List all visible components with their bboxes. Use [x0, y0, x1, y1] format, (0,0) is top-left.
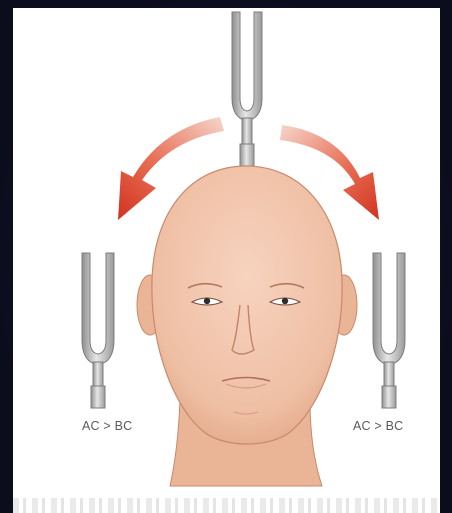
- top-tuning-fork-icon: [232, 12, 262, 166]
- right-tuning-fork-icon: [373, 253, 405, 408]
- head-illustration: [137, 166, 357, 486]
- right-fork-label: AC > BC: [353, 419, 403, 433]
- left-tuning-fork-icon: [82, 253, 114, 408]
- caption-strip: [13, 498, 440, 513]
- left-fork-label: AC > BC: [82, 419, 132, 433]
